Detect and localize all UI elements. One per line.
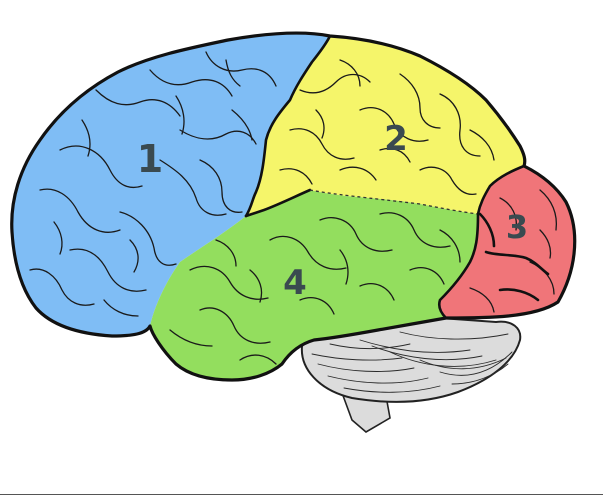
parietal-lobe (246, 36, 525, 216)
parietal-lobe-label: 2 (384, 119, 408, 159)
cerebellum (300, 316, 522, 403)
central-sulcus (244, 34, 332, 218)
parietal-temporal-boundary (309, 189, 479, 215)
lateral-sulcus (244, 188, 312, 218)
frontal-lobe (11, 33, 330, 337)
occipital-lobe-label: 3 (506, 208, 528, 246)
parieto-occipital-sulcus (476, 164, 526, 216)
temporal-lobe (150, 190, 478, 380)
cerebrum-outline (10, 31, 577, 382)
temporal-lobe-label: 4 (283, 263, 307, 303)
preoccipital-boundary (437, 212, 480, 320)
occipital-lobe (439, 166, 575, 318)
frontal-lobe-label: 1 (137, 137, 163, 181)
bottom-divider (0, 494, 603, 495)
